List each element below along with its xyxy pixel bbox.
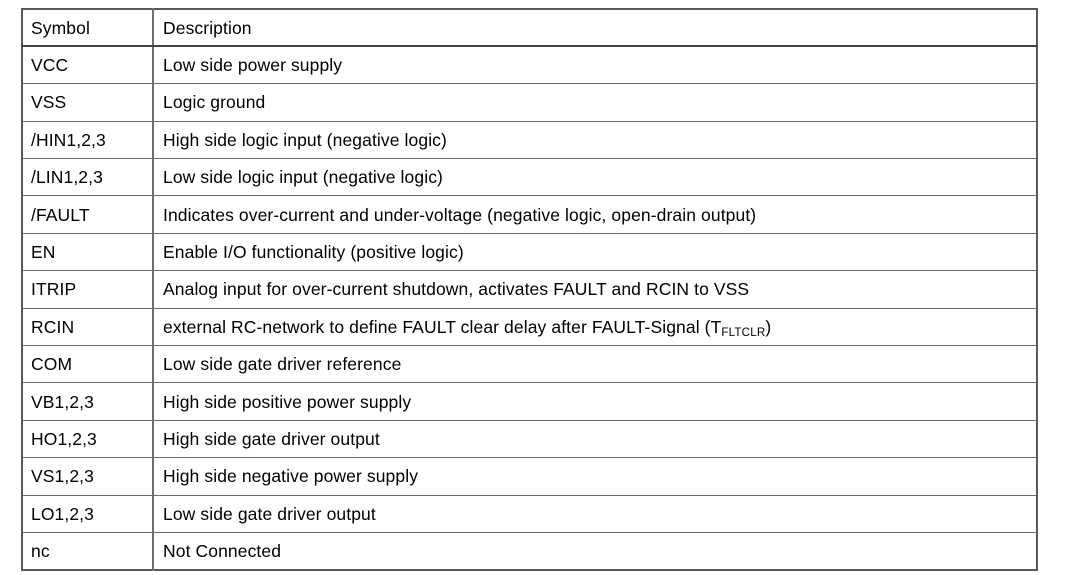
table-row: RCIN external RC-network to define FAULT… xyxy=(21,307,1038,347)
cell-description: Low side gate driver reference xyxy=(152,345,1038,384)
cell-symbol: VS1,2,3 xyxy=(21,457,154,496)
cell-symbol: /HIN1,2,3 xyxy=(21,120,154,160)
cell-description: High side gate driver output xyxy=(152,419,1038,459)
cell-symbol: VCC xyxy=(21,45,154,85)
cell-symbol: /FAULT xyxy=(21,195,154,234)
cell-symbol: LO1,2,3 xyxy=(21,494,154,533)
cell-symbol: HO1,2,3 xyxy=(21,419,154,459)
cell-description: Not Connected xyxy=(152,531,1038,570)
cell-description: Low side gate driver output xyxy=(152,494,1038,533)
cell-symbol: nc xyxy=(21,531,154,570)
table-row: EN Enable I/O functionality (positive lo… xyxy=(21,232,1038,272)
cell-symbol: ITRIP xyxy=(21,270,154,309)
table-row: ITRIP Analog input for over-current shut… xyxy=(21,270,1038,309)
pin-description-table: Symbol Description VCC Low side power su… xyxy=(21,8,1038,571)
column-header-symbol: Symbol xyxy=(21,8,154,48)
cell-description: Analog input for over-current shutdown, … xyxy=(152,270,1038,309)
description-tail: ) xyxy=(765,316,772,337)
cell-symbol: RCIN xyxy=(21,307,154,347)
cell-symbol: /LIN1,2,3 xyxy=(21,158,154,197)
table-row: VS1,2,3 High side negative power supply xyxy=(21,457,1038,496)
table-row: /LIN1,2,3 Low side logic input (negative… xyxy=(21,158,1038,197)
table-row: /HIN1,2,3 High side logic input (negativ… xyxy=(21,120,1038,160)
description-main: external RC-network to define FAULT clea… xyxy=(163,316,722,337)
table-header-row: Symbol Description xyxy=(21,8,1038,48)
table-row: nc Not Connected xyxy=(21,531,1038,570)
cell-description: Low side logic input (negative logic) xyxy=(152,158,1038,197)
cell-symbol: VB1,2,3 xyxy=(21,382,154,421)
column-header-description: Description xyxy=(152,8,1038,48)
table-row: VSS Logic ground xyxy=(21,83,1038,122)
table-row: COM Low side gate driver reference xyxy=(21,345,1038,384)
cell-description-rcin: external RC-network to define FAULT clea… xyxy=(152,307,1038,347)
cell-description: Indicates over-current and under-voltage… xyxy=(152,195,1038,234)
cell-description: Enable I/O functionality (positive logic… xyxy=(152,232,1038,272)
cell-description: Logic ground xyxy=(152,83,1038,122)
cell-description: High side logic input (negative logic) xyxy=(152,120,1038,160)
pin-description-table-body: Symbol Description VCC Low side power su… xyxy=(21,8,1038,570)
cell-description: High side negative power supply xyxy=(152,457,1038,496)
cell-symbol: COM xyxy=(21,345,154,384)
table-row: VB1,2,3 High side positive power supply xyxy=(21,382,1038,421)
cell-description: Low side power supply xyxy=(152,45,1038,85)
cell-symbol: EN xyxy=(21,232,154,272)
description-subscript: FLTCLR xyxy=(721,326,766,339)
cell-symbol: VSS xyxy=(21,83,154,122)
table-row: VCC Low side power supply xyxy=(21,45,1038,85)
table-row: LO1,2,3 Low side gate driver output xyxy=(21,494,1038,533)
table-row: /FAULT Indicates over-current and under-… xyxy=(21,195,1038,234)
cell-description: High side positive power supply xyxy=(152,382,1038,421)
table-row: HO1,2,3 High side gate driver output xyxy=(21,419,1038,459)
